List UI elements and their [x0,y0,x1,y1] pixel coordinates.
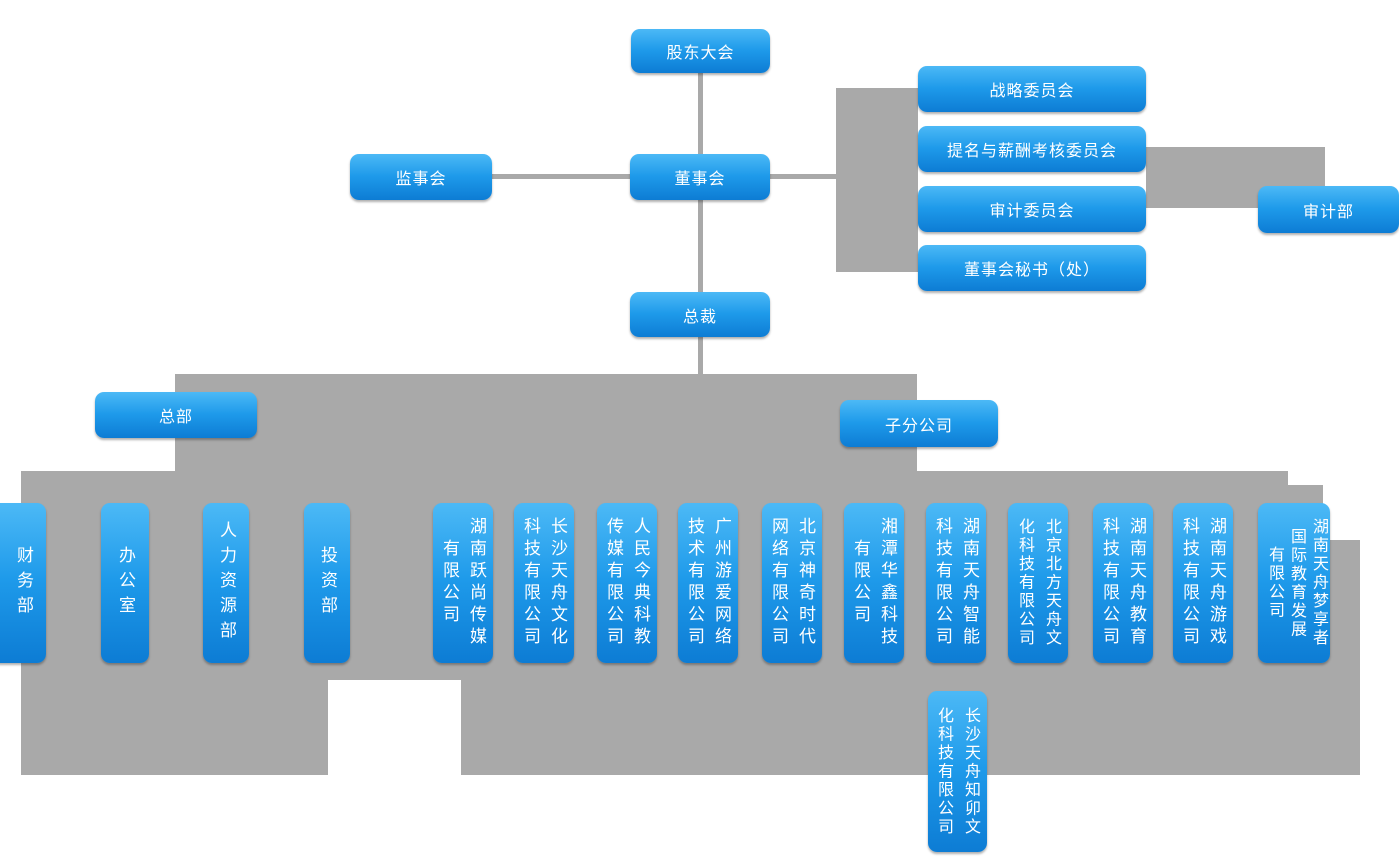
node-label: 子分公司 [884,417,953,435]
node-label: 审计委员会 [989,203,1075,220]
connector-band-low-left [21,680,328,775]
node-label: 提名与薪酬考核委员会 [946,143,1117,160]
node-subsidiaries: 子分公司 [840,400,998,447]
company-changsha-tianzhou-zhimao: 长沙天舟知卯文 化科技有限公司 [928,691,987,852]
node-label: 总裁 [682,308,717,326]
connector-supervisory-board [492,174,630,179]
connector-board-president [698,200,703,292]
node-headquarters: 总部 [95,392,257,438]
connector-president-down [698,337,703,375]
node-president: 总裁 [630,292,770,337]
node-label: 审计部 [1302,203,1354,221]
node-board-of-directors: 董事会 [630,154,770,200]
company-guangzhou-youai-network: 广州游爱网络 技术有限公司 [678,503,738,663]
company-beijing-shenqi-shidai: 北京神奇时代 网络有限公司 [762,503,822,663]
company-hunan-tianzhou-jiaoyu: 湖南天舟教育 科技有限公司 [1093,503,1153,663]
committee-audit: 审计委员会 [918,186,1146,232]
department-office: 办公室 [101,503,149,663]
department-investment: 投资部 [304,503,350,663]
node-label: 战略委员会 [989,83,1075,100]
department-human-resources: 人力资源部 [203,503,249,663]
company-hunan-tianzhou-zhineng: 湖南天舟智能 科技有限公司 [926,503,986,663]
committee-board-secretary: 董事会秘书（处） [918,245,1146,291]
connector-president-block [175,374,917,471]
node-label: 董事会秘书（处） [963,262,1100,279]
department-finance: 财务部 [0,503,46,663]
node-label: 董事会 [674,171,726,188]
company-hunan-yueshang-media: 湖南跃尚传媒 有限公司 [433,503,493,663]
company-beijing-beifang-tianzhou: 北京北方天舟文 化科技有限公司 [1008,503,1068,663]
company-renmin-jindian-keji-media: 人民今典科教 传媒有限公司 [597,503,657,663]
company-xiangtan-huaxin-tech: 湘潭华鑫科技 有限公司 [844,503,904,663]
node-audit-department: 审计部 [1258,186,1399,233]
company-hunan-tianzhou-mengxiangzhe: 湖南天舟梦享者 国际教育发展 有限公司 [1258,503,1330,663]
connector-committee-trunk [836,88,918,272]
node-shareholders-meeting: 股东大会 [631,29,770,73]
node-label: 监事会 [395,171,447,188]
company-hunan-tianzhou-youxi: 湖南天舟游戏 科技有限公司 [1173,503,1233,663]
node-label: 股东大会 [666,45,735,62]
connector-board-committees [770,174,836,179]
company-changsha-tianzhou-culture: 长沙天舟文化 科技有限公司 [514,503,574,663]
connector-band-low-right [461,680,1360,775]
node-label: 总部 [158,409,193,426]
committee-strategy: 战略委员会 [918,66,1146,112]
connector-shareholders-board [698,71,703,155]
committee-nomination-remuneration: 提名与薪酬考核委员会 [918,126,1146,172]
node-supervisory-board: 监事会 [350,154,492,200]
